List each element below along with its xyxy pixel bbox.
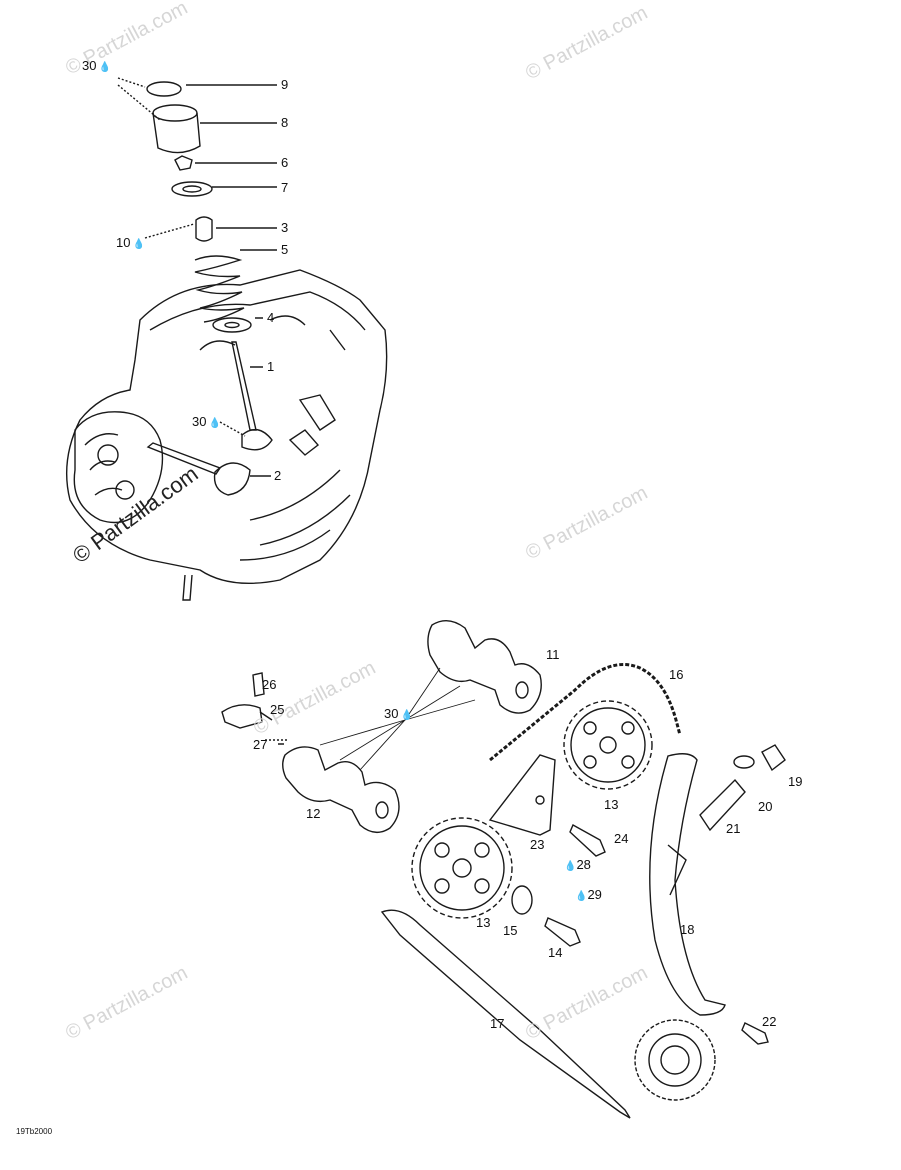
callout-12: 12 (306, 806, 321, 821)
camshaft-sprocket-lower (411, 817, 513, 919)
oil-drop-icon: 💧 (575, 891, 588, 902)
exhaust-camshaft (282, 746, 400, 833)
callout-16: 16 (669, 667, 684, 682)
valve-stem-seal (195, 216, 213, 242)
callout-3: 3 (281, 220, 289, 235)
callout-27: 27 (253, 737, 268, 752)
intake-camshaft (427, 620, 542, 714)
spring-retainer (171, 181, 213, 197)
oil-drop-icon: 💧 (208, 418, 221, 429)
cylinder-head (66, 269, 388, 601)
callout-30: 30💧 (82, 58, 111, 74)
tensioner-plunger (699, 744, 786, 832)
timing-chain (489, 663, 682, 762)
callout-25: 25 (270, 702, 285, 717)
intake-valve (146, 442, 251, 496)
callout-11: 11 (546, 647, 560, 662)
valve-shim (146, 81, 182, 97)
figure-code: 19Tb2000 (16, 1127, 53, 1136)
chain-guide-bracket (488, 754, 556, 836)
chain-guide-lower (380, 909, 631, 1119)
callout-10: 10💧 (116, 235, 145, 251)
callout-15: 15 (503, 923, 518, 938)
callout-14: 14 (548, 945, 563, 960)
oil-drop-icon: 💧 (564, 861, 577, 872)
callout-18: 18 (680, 922, 695, 937)
oil-drop-icon: 💧 (400, 710, 413, 721)
valve-spring (194, 255, 245, 323)
camshaft-sprocket-upper (563, 700, 653, 790)
spring-seat (212, 317, 252, 333)
callout-6: 6 (281, 155, 289, 170)
callout-24: 24 (614, 831, 629, 846)
callout-9: 9 (281, 77, 289, 92)
callout-28: 💧28 (564, 857, 591, 873)
callout-26: 26 (262, 677, 277, 692)
callout-13: 13 (604, 797, 619, 812)
callout-30: 30💧 (384, 706, 413, 722)
oil-drop-icon: 💧 (132, 239, 145, 250)
callout-1: 1 (267, 359, 275, 374)
valve-cotter (174, 155, 193, 171)
valve-tappet (152, 104, 201, 154)
callout-8: 8 (281, 115, 289, 130)
callout-13: 13 (476, 915, 491, 930)
tensioner-blade (649, 753, 726, 1016)
callout-17: 17 (490, 1016, 505, 1031)
callout-29: 💧29 (575, 887, 602, 903)
crankshaft-sprocket (634, 1019, 716, 1101)
callout-2: 2 (274, 468, 282, 483)
oil-drop-icon: 💧 (98, 62, 111, 73)
callout-21: 21 (726, 821, 741, 836)
rocker-components (221, 672, 288, 741)
callout-7: 7 (281, 180, 289, 195)
callout-19: 19 (788, 774, 803, 789)
callout-22: 22 (762, 1014, 777, 1029)
callout-30: 30💧 (192, 414, 221, 430)
exhaust-valve (231, 341, 273, 451)
bolts (511, 824, 769, 1045)
callout-5: 5 (281, 242, 289, 257)
callout-4: 4 (267, 310, 275, 325)
callout-23: 23 (530, 837, 545, 852)
callout-20: 20 (758, 799, 773, 814)
